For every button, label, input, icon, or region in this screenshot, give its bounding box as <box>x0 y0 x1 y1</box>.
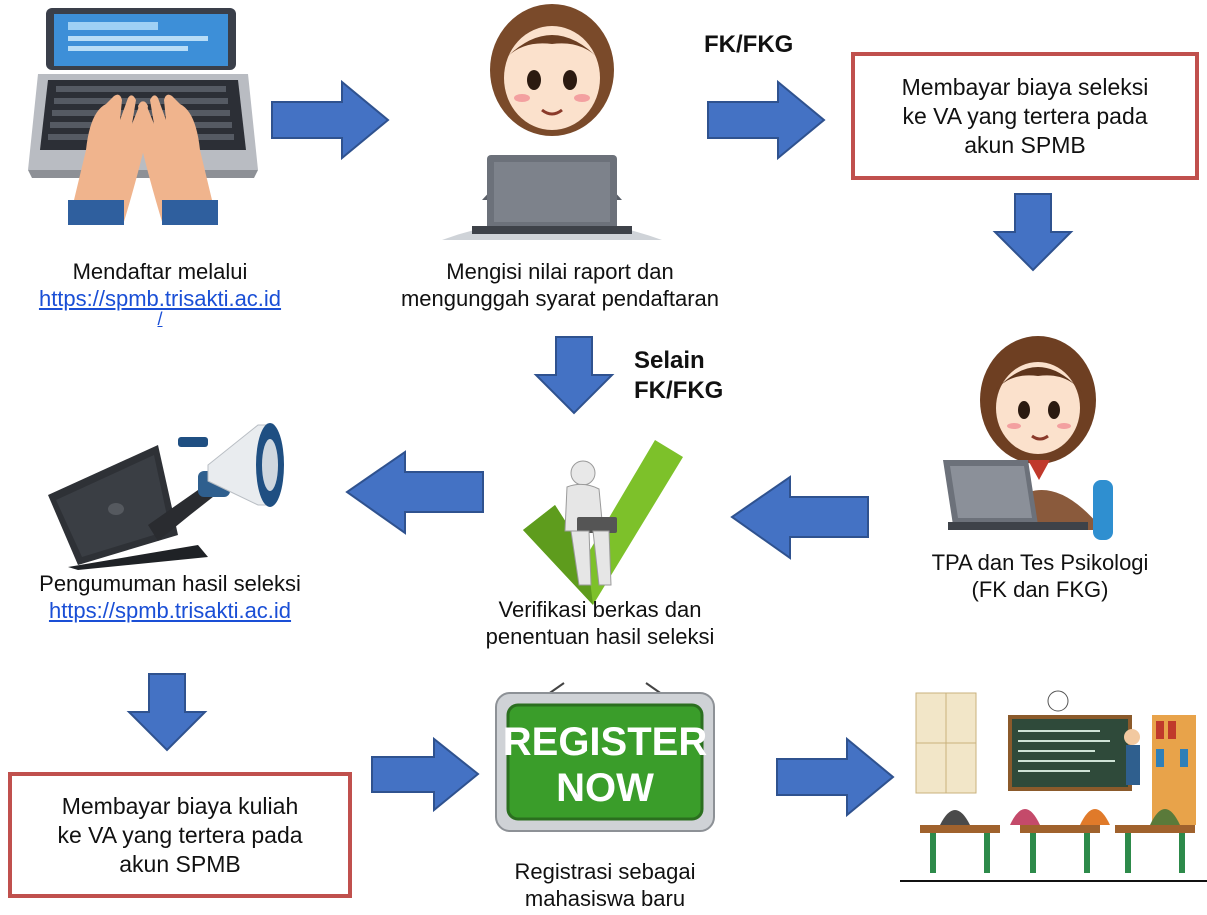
branch-label-other-line2: FK/FKG <box>634 377 724 404</box>
step-verify-line1: Verifikasi berkas dan <box>498 597 702 622</box>
classroom-icon <box>900 675 1207 885</box>
laptop-typing-icon <box>28 8 258 226</box>
step-fill-caption: Mengisi nilai raport dan mengunggah syar… <box>360 258 760 312</box>
arrow-right-3 <box>371 736 480 813</box>
step-announce-link[interactable]: https://spmb.trisakti.ac.id <box>48 598 292 623</box>
step-test-caption: TPA dan Tes Psikologi (FK dan FKG) <box>880 549 1200 603</box>
step-registration-caption: Registrasi sebagai mahasiswa baru <box>460 858 750 912</box>
register-now-sign-icon: REGISTER NOW <box>495 682 715 832</box>
step-registration-line1: Registrasi sebagai <box>514 859 696 884</box>
step-pay-selection-box: Membayar biaya seleksi ke VA yang terter… <box>851 52 1199 180</box>
step-register-caption: Mendaftar melalui https://spmb.trisakti.… <box>0 258 320 329</box>
step-pay-selection-line2: ke VA yang tertera pada <box>902 102 1148 129</box>
step-pay-selection-line1: Membayar biaya seleksi <box>901 73 1149 100</box>
step-pay-tuition-line1: Membayar biaya kuliah <box>61 792 299 819</box>
step-announce-line1: Pengumuman hasil seleksi <box>39 571 301 596</box>
step-announce-caption: Pengumuman hasil seleksi https://spmb.tr… <box>0 570 340 624</box>
step-pay-tuition-line3: akun SPMB <box>119 850 241 877</box>
arrow-down-2 <box>533 336 615 415</box>
step-register-link[interactable]: https://spmb.trisakti.ac.id <box>38 286 282 311</box>
step-fill-line1: Mengisi nilai raport dan <box>446 259 674 284</box>
arrow-right-1 <box>271 79 390 161</box>
step-fill-line2: mengunggah syarat pendaftaran <box>400 286 719 311</box>
step-pay-selection-line3: akun SPMB <box>964 131 1086 158</box>
girl-at-laptop-icon <box>442 4 662 240</box>
arrow-left-1 <box>345 450 484 535</box>
step-verify-line2: penentuan hasil seleksi <box>485 624 715 649</box>
register-sign-line1: REGISTER <box>503 720 708 764</box>
step-pay-tuition-line2: ke VA yang tertera pada <box>57 821 303 848</box>
arrow-down-1 <box>992 193 1074 272</box>
arrow-right-4 <box>776 736 895 818</box>
arrow-right-2 <box>707 79 826 161</box>
step-test-line1: TPA dan Tes Psikologi <box>931 550 1149 575</box>
arrow-left-2 <box>730 475 869 560</box>
step-pay-tuition-box: Membayar biaya kuliah ke VA yang tertera… <box>8 772 352 898</box>
step-verify-caption: Verifikasi berkas dan penentuan hasil se… <box>420 596 780 650</box>
megaphone-laptop-icon <box>48 423 284 570</box>
checkmark-person-icon <box>523 440 683 605</box>
branch-label-other: Selain FK/FKG <box>634 346 723 406</box>
step-register-line1: Mendaftar melalui <box>72 259 248 284</box>
step-registration-line2: mahasiswa baru <box>524 886 686 911</box>
step-register-link-trail[interactable]: / <box>157 309 163 329</box>
arrow-down-3 <box>126 673 208 752</box>
register-sign-line2: NOW <box>556 766 654 810</box>
branch-label-fk-fkg: FK/FKG <box>704 31 794 58</box>
step-test-line2: (FK dan FKG) <box>971 577 1109 602</box>
girl-test-icon <box>943 336 1113 540</box>
branch-label-other-line1: Selain <box>634 347 705 374</box>
